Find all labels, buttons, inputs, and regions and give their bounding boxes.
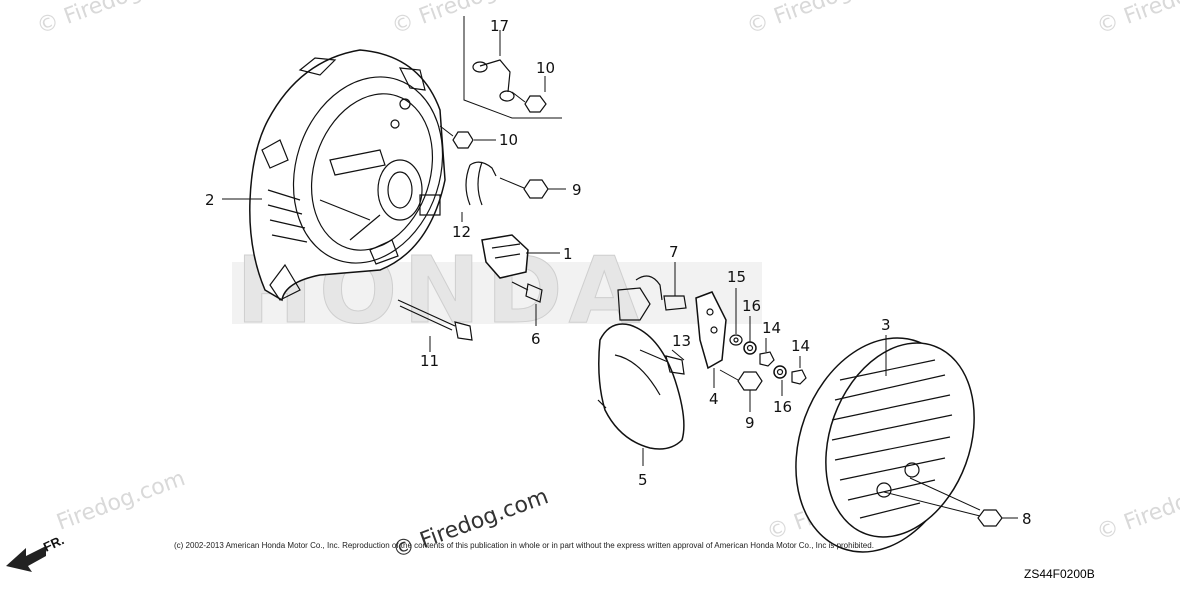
nut-14-upper — [759, 351, 775, 367]
watermark: Firedog.com — [54, 466, 189, 536]
copyright-notice: (c) 2002-2013 American Honda Motor Co., … — [174, 541, 874, 550]
callout-9-lower: 9 — [745, 414, 755, 432]
wire-clip — [465, 161, 497, 206]
callout-6: 6 — [531, 330, 541, 348]
callout-7: 7 — [669, 243, 679, 261]
ground-wire — [472, 59, 515, 102]
callout-14-upper: 14 — [762, 319, 781, 337]
main-watermark: © Firedog.com — [390, 484, 552, 563]
muffler-protector — [795, 337, 975, 553]
callout-4: 4 — [709, 390, 719, 408]
bolt-10-upper — [511, 91, 547, 113]
callout-17: 17 — [490, 17, 509, 35]
switch — [481, 234, 529, 279]
watermark: © Firedog.com — [1094, 466, 1180, 545]
callout-11: 11 — [420, 352, 439, 370]
callout-16-upper: 16 — [742, 297, 761, 315]
callout-3: 3 — [881, 316, 891, 334]
long-bolt — [397, 299, 473, 341]
front-direction-arrow: FR. — [6, 532, 66, 572]
firedog-watermark: © Firedog.com — [390, 484, 552, 563]
screw-13 — [639, 349, 685, 375]
washer-16-lower — [773, 365, 787, 379]
bracket — [695, 291, 727, 370]
callout-10-upper: 10 — [536, 59, 555, 77]
watermark: © Firedog.com — [744, 0, 906, 40]
fan-cover-housing — [249, 49, 446, 302]
screw-7 — [663, 262, 687, 311]
callout-15: 15 — [727, 268, 746, 286]
callout-5: 5 — [638, 471, 648, 489]
callout-14-lower: 14 — [791, 337, 810, 355]
control-cover — [597, 275, 685, 450]
washer-15 — [729, 334, 743, 346]
washer-16-upper — [743, 341, 757, 355]
callout-2: 2 — [205, 191, 215, 209]
bolt-9-upper — [499, 177, 549, 199]
bolt-9-lower — [719, 369, 763, 391]
callout-9-upper: 9 — [572, 181, 582, 199]
watermark: © Firedog.com — [34, 0, 196, 40]
callout-12: 12 — [452, 223, 471, 241]
watermark: © Firedog.com — [1094, 0, 1180, 40]
bolt-10-lower — [439, 125, 474, 149]
callout-16-lower: 16 — [773, 398, 792, 416]
bolt-8 — [977, 509, 1003, 527]
watermark: © Firedog.com — [389, 0, 551, 40]
diagram-code: ZS44F0200B — [1024, 567, 1095, 581]
nut-14-lower — [791, 369, 807, 385]
screw-6 — [511, 281, 543, 303]
arrow-icon — [6, 546, 46, 572]
leader-lines — [222, 30, 1018, 519]
direction-label: FR. — [41, 532, 66, 554]
callout-13: 13 — [672, 332, 691, 350]
callout-8: 8 — [1022, 510, 1032, 528]
callout-10-lower: 10 — [499, 131, 518, 149]
callout-1: 1 — [563, 245, 573, 263]
leader-frame — [463, 16, 562, 119]
